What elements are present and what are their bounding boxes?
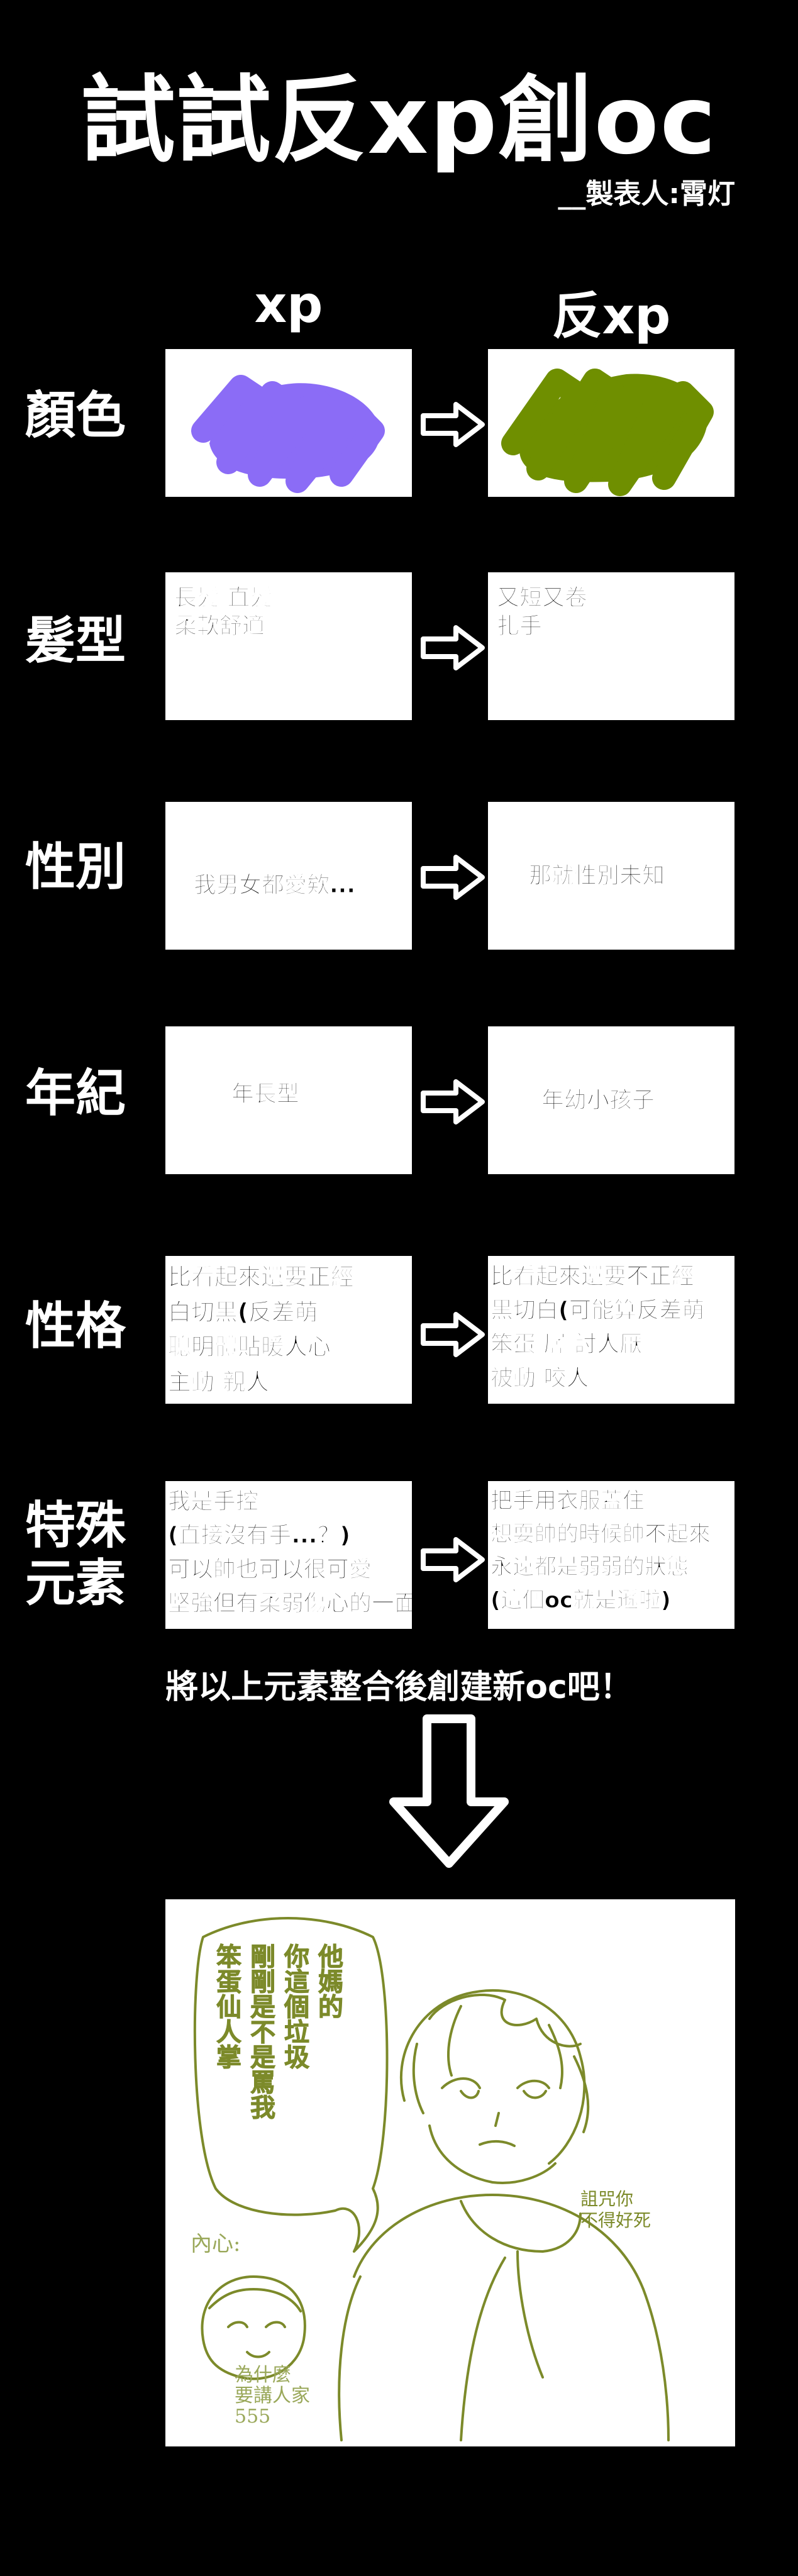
row-label-personality: 性格 (25, 1297, 126, 1355)
anti-xp-hairstyle-text: 又短又卷 扎手 (496, 585, 588, 640)
xp-personality-text: 比看起來還要正經 白切黑(反差萌 聰明體貼暖人心 主動 親人 (168, 1263, 355, 1396)
xp-gender-text: 我男女都愛欸... (193, 872, 356, 899)
arrow-right-icon (421, 1079, 485, 1124)
arrow-right-icon (421, 402, 485, 447)
oc-line-art (193, 1917, 670, 2441)
anti-xp-hairstyle-box: 又短又卷 扎手 (488, 572, 734, 720)
arrow-right-icon (421, 855, 485, 900)
anti-xp-personality-box: 比看起來還要不正經 黑切白(可能算反差萌 笨蛋 孱 討人厭 被動 咬人 (488, 1256, 734, 1404)
anti-xp-age-text: 年幼小孩子 (541, 1087, 655, 1114)
inner-thought-label: 內心: (191, 2231, 241, 2257)
xp-color-box (165, 349, 412, 497)
page-title: 試試反xp創oc (80, 66, 718, 175)
maker-credit: __製表人:霄灯 (558, 178, 735, 210)
inner-thought-text: 為什麼 要講人家 555 (235, 2364, 310, 2428)
purple-scribble-icon (191, 375, 385, 493)
xp-gender-box: 我男女都愛欸... (165, 802, 412, 950)
column-header-anti-xp: 反xp (551, 287, 671, 345)
xp-special-box: 我是手控 (直接沒有手...？) 可以帥也可以很可愛 堅強但有柔弱傷心的一面 (165, 1481, 412, 1629)
row-label-hairstyle: 髮型 (25, 611, 126, 670)
xp-age-text: 年長型 (231, 1081, 300, 1108)
arrow-right-icon (421, 1537, 485, 1582)
xp-hairstyle-text: 長髮 直髮 柔軟舒適 (174, 585, 274, 640)
row-label-special-elements: 特殊 元素 (25, 1496, 126, 1613)
row-label-color: 顏色 (25, 386, 126, 445)
arrow-right-icon (421, 625, 485, 670)
xp-hairstyle-box: 長髮 直髮 柔軟舒適 (165, 572, 412, 720)
combine-instruction: 將以上元素整合後創建新oc吧！ (165, 1668, 633, 1706)
anti-xp-gender-box: 那就性別未知 (488, 802, 734, 950)
anti-xp-personality-text: 比看起來還要不正經 黑切白(可能算反差萌 笨蛋 孱 討人厭 被動 咬人 (490, 1263, 705, 1392)
row-label-gender: 性別 (25, 838, 126, 896)
anti-xp-special-box: 把手用衣服蓋住 想耍帥的時候帥不起來 永遠都是弱弱的狀態 (這個oc就是遜啦) (488, 1481, 734, 1629)
row-label-age: 年紀 (25, 1064, 126, 1123)
xp-special-text: 我是手控 (直接沒有手...？) 可以帥也可以很可愛 堅強但有柔弱傷心的一面 (167, 1489, 412, 1617)
curse-text: 詛咒你 不得好死 (580, 2189, 651, 2231)
anti-xp-gender-text: 那就性別未知 (528, 863, 665, 889)
arrow-down-icon (389, 1714, 509, 1868)
anti-xp-color-box (488, 349, 734, 497)
column-header-xp: xp (254, 275, 323, 334)
green-scribble-icon (501, 369, 714, 496)
anti-xp-special-text: 把手用衣服蓋住 想耍帥的時候帥不起來 永遠都是弱弱的狀態 (這個oc就是遜啦) (490, 1489, 711, 1614)
oc-illustration: 他媽的 你這個垃圾 剛剛是不是罵我 笨蛋仙人掌 內心: 為什麼 要講人家 555… (165, 1899, 735, 2446)
speech-bubble-text: 他媽的 你這個垃圾 剛剛是不是罵我 笨蛋仙人掌 (212, 1943, 343, 2120)
arrow-right-icon (421, 1312, 485, 1357)
xp-personality-box: 比看起來還要正經 白切黑(反差萌 聰明體貼暖人心 主動 親人 (165, 1256, 412, 1404)
anti-xp-age-box: 年幼小孩子 (488, 1026, 734, 1174)
xp-age-box: 年長型 (165, 1026, 412, 1174)
